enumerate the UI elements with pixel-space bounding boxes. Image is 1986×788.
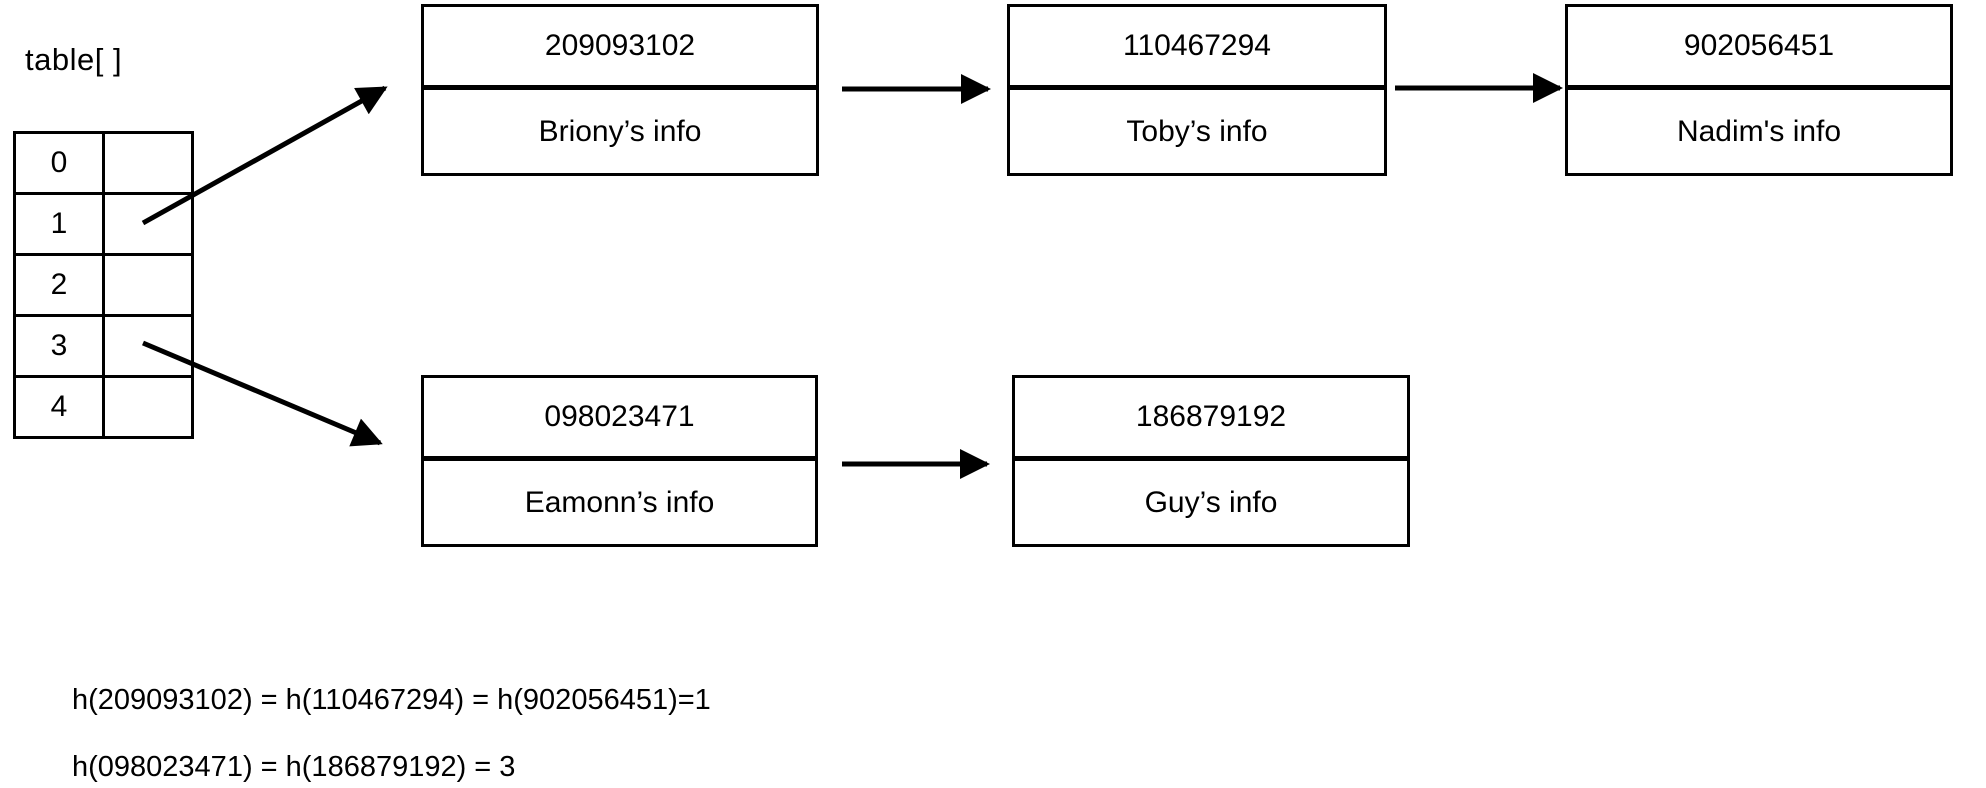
bucket-pointer-cell — [105, 195, 191, 253]
node-toby: 110467294 Toby’s info — [1007, 4, 1387, 176]
node-info: Guy’s info — [1144, 485, 1278, 519]
bucket-index: 3 — [16, 317, 105, 375]
bucket-index: 0 — [16, 134, 105, 192]
bucket-index: 2 — [16, 256, 105, 314]
table-row: 2 — [16, 253, 191, 314]
bucket-index: 4 — [16, 378, 105, 436]
table-row: 0 — [16, 134, 191, 192]
hash-equation-bucket3: h(098023471) = h(186879192) = 3 — [72, 751, 516, 783]
node-nadim: 902056451 Nadim's info — [1565, 4, 1953, 176]
node-key: 098023471 — [424, 378, 815, 461]
node-eamonn: 098023471 Eamonn’s info — [421, 375, 818, 547]
node-info: Nadim's info — [1676, 114, 1842, 148]
node-briony: 209093102 Briony’s info — [421, 4, 819, 176]
node-info: Toby’s info — [1126, 114, 1268, 148]
hash-equation-bucket1: h(209093102) = h(110467294) = h(90205645… — [72, 684, 711, 716]
bucket-index: 1 — [16, 195, 105, 253]
node-key: 902056451 — [1568, 7, 1950, 90]
node-key: 186879192 — [1015, 378, 1407, 461]
table-row: 3 — [16, 314, 191, 375]
table-row: 1 — [16, 192, 191, 253]
bucket-pointer-cell — [105, 134, 191, 192]
table-row: 4 — [16, 375, 191, 436]
bucket-pointer-cell — [105, 256, 191, 314]
node-info: Eamonn’s info — [524, 485, 715, 519]
bucket-pointer-cell — [105, 378, 191, 436]
node-info: Briony’s info — [538, 114, 702, 148]
table-array-label: table[ ] — [25, 42, 123, 77]
bucket-array: 0 1 2 3 4 — [13, 131, 194, 439]
node-guy: 186879192 Guy’s info — [1012, 375, 1410, 547]
node-key: 110467294 — [1010, 7, 1384, 90]
node-key: 209093102 — [424, 7, 816, 90]
bucket-pointer-cell — [105, 317, 191, 375]
